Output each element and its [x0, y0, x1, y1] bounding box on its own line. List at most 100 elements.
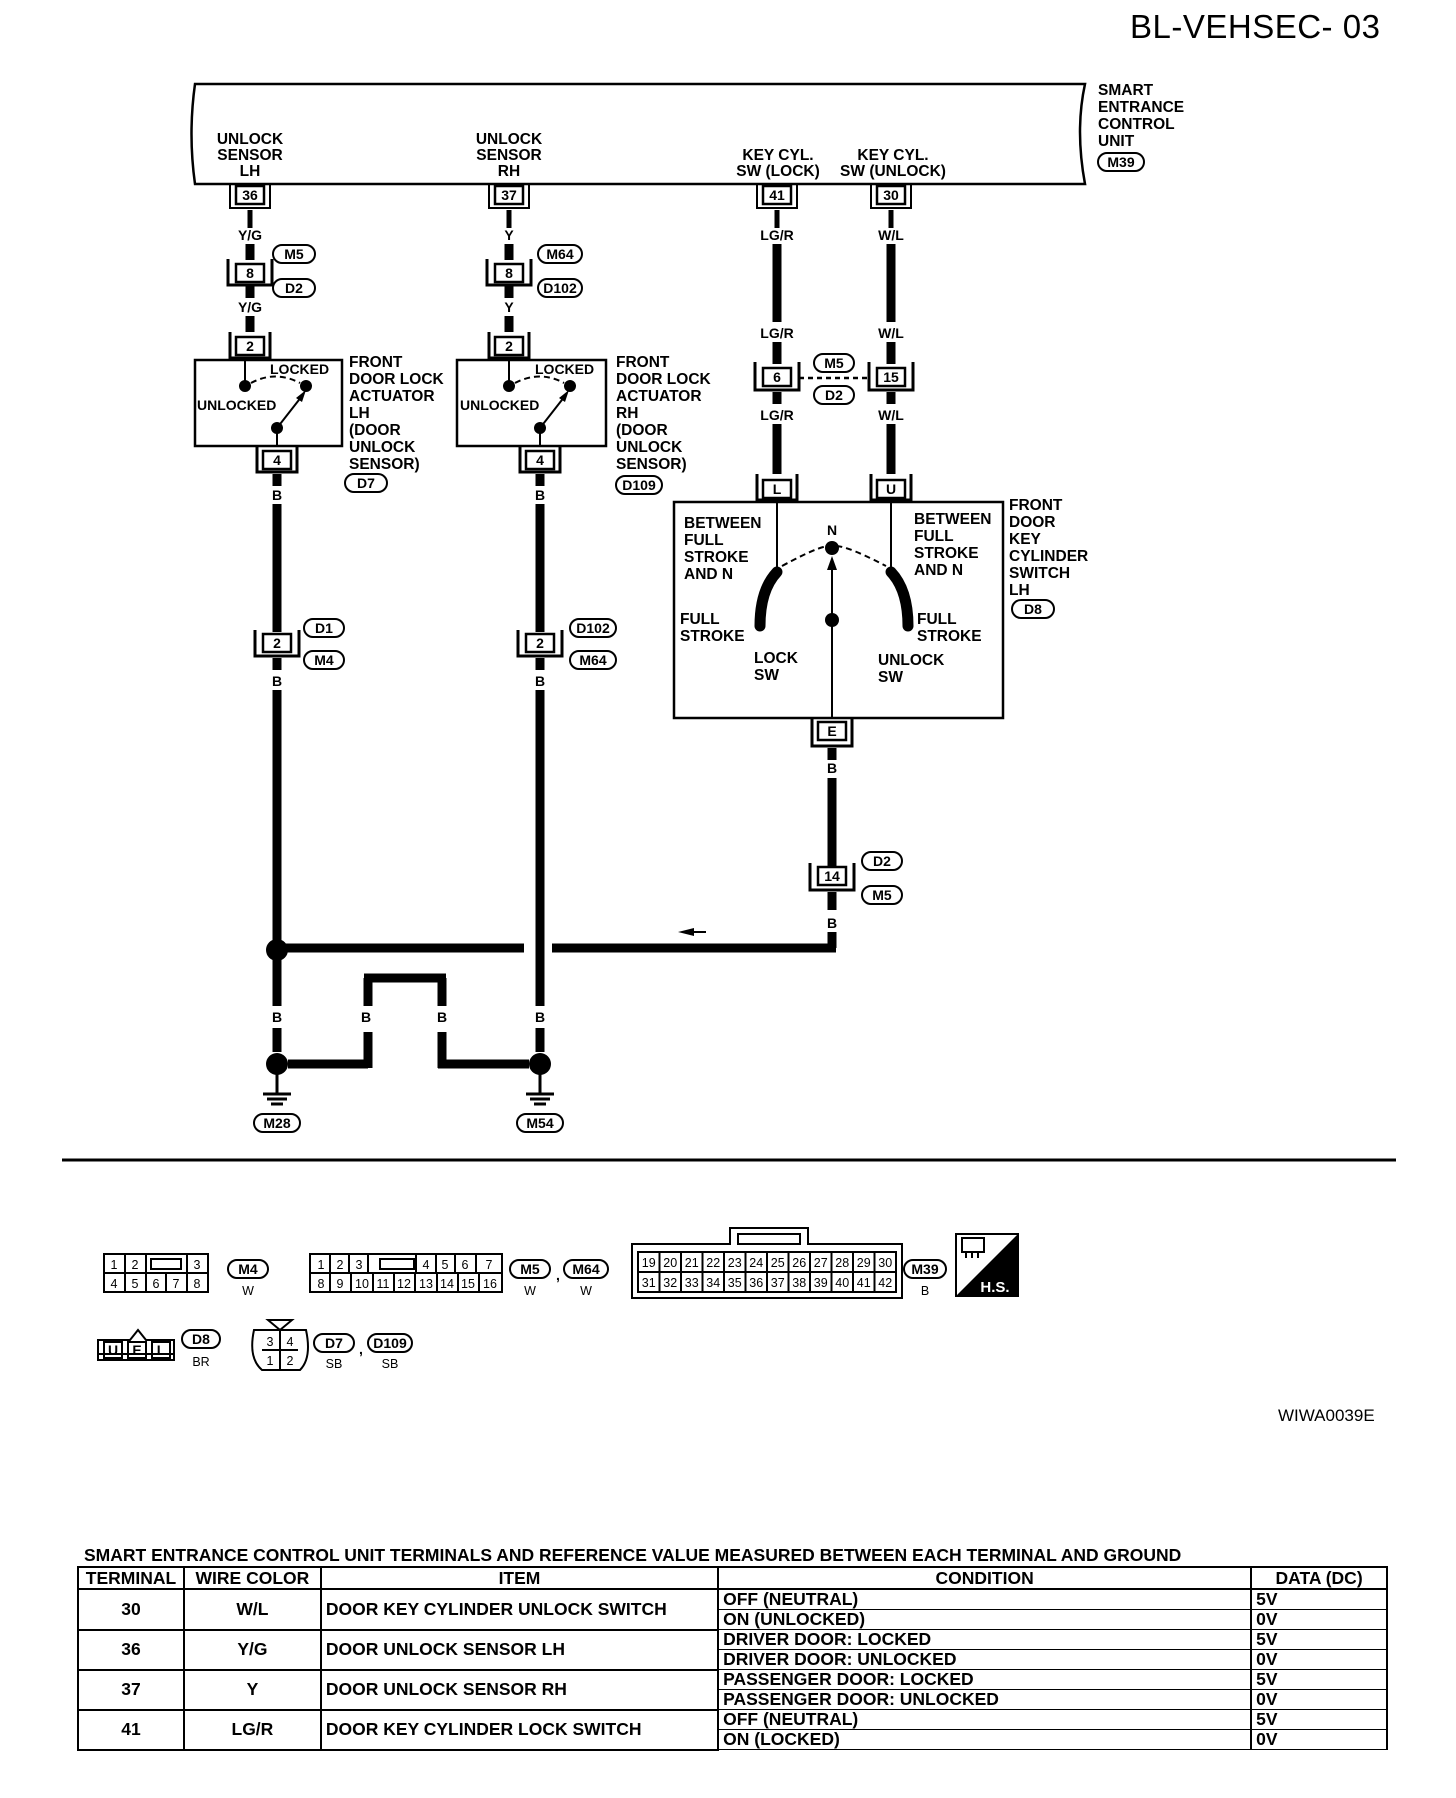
- pin-37: 37: [488, 184, 530, 209]
- svg-text:7: 7: [486, 1258, 493, 1272]
- svg-text:L: L: [773, 481, 782, 497]
- svg-text:13: 13: [419, 1277, 433, 1291]
- cell-data: 5V: [1250, 1629, 1388, 1650]
- svg-text:U: U: [886, 481, 896, 497]
- svg-text:1: 1: [111, 1258, 118, 1272]
- svg-text:M64: M64: [579, 652, 606, 668]
- svg-text:RH: RH: [498, 163, 520, 180]
- pin-label-unlock-sensor-rh: UNLOCK SENSOR RH: [476, 131, 543, 180]
- connector-face-m5: 1 2 3 4 5 6 7 8 9 10 11 12 13 14 15 16 M…: [309, 1253, 609, 1298]
- svg-text:ACTUATOR: ACTUATOR: [616, 388, 702, 405]
- m39-pin-label: 27: [814, 1256, 828, 1270]
- svg-text:N: N: [827, 522, 837, 538]
- svg-text:D102: D102: [576, 620, 610, 636]
- svg-text:FULL: FULL: [684, 532, 724, 549]
- svg-text:D7: D7: [325, 1335, 343, 1351]
- wire-lh-sensor: Y/G 8 M5 D2 Y/G: [226, 210, 316, 332]
- svg-text:36: 36: [242, 187, 258, 203]
- svg-text:4: 4: [273, 452, 281, 468]
- svg-text:2: 2: [287, 1354, 294, 1368]
- cell-condition: PASSENGER DOOR: UNLOCKED: [717, 1689, 1253, 1710]
- svg-text:LH: LH: [240, 163, 261, 180]
- cell-data: 0V: [1250, 1689, 1388, 1710]
- svg-text:3: 3: [267, 1335, 274, 1349]
- svg-text:FULL: FULL: [680, 611, 720, 628]
- svg-text:2: 2: [246, 338, 254, 354]
- svg-text:1: 1: [318, 1258, 325, 1272]
- svg-text:M54: M54: [526, 1115, 553, 1131]
- svg-text:D8: D8: [192, 1331, 210, 1347]
- svg-text:FRONT: FRONT: [616, 354, 670, 371]
- svg-text:37: 37: [501, 187, 517, 203]
- cell-data: 0V: [1250, 1729, 1388, 1750]
- cell-data: 0V: [1250, 1609, 1388, 1630]
- m39-pin-label: 42: [878, 1276, 892, 1290]
- m39-pin-label: 32: [663, 1276, 677, 1290]
- cell-item: DOOR UNLOCK SENSOR LH: [319, 1628, 720, 1671]
- svg-text:LOCK: LOCK: [754, 650, 799, 667]
- connector-face-d7: 3 4 1 2 D7 , D109 SB SB: [251, 1319, 413, 1371]
- svg-text:Y: Y: [504, 299, 514, 315]
- svg-text:M4: M4: [314, 652, 334, 668]
- svg-text:6: 6: [153, 1277, 160, 1291]
- m39-pin-label: 31: [642, 1276, 656, 1290]
- connector-face-m4: 1 2 3 4 5 6 7 8 M4 W: [103, 1253, 269, 1298]
- svg-text:BETWEEN: BETWEEN: [684, 515, 762, 532]
- table-row: 37 Y DOOR UNLOCK SENSOR RH PASSENGER DOO…: [77, 1668, 1388, 1711]
- svg-text:W: W: [524, 1284, 536, 1298]
- svg-text:8: 8: [505, 265, 513, 281]
- svg-text:E: E: [827, 723, 836, 739]
- svg-text:W: W: [580, 1284, 592, 1298]
- wire-ground-bridge: B B: [288, 973, 529, 1069]
- cell-condition: PASSENGER DOOR: LOCKED: [717, 1669, 1253, 1690]
- m39-pin-label: 33: [685, 1276, 699, 1290]
- svg-text:LG/R: LG/R: [760, 227, 793, 243]
- header-data: DATA (DC): [1250, 1566, 1388, 1590]
- svg-text:W: W: [242, 1284, 254, 1298]
- table-row: 30 W/L DOOR KEY CYLINDER UNLOCK SWITCH O…: [77, 1588, 1388, 1631]
- svg-text:LH: LH: [349, 405, 370, 422]
- svg-text:8: 8: [246, 265, 254, 281]
- cell-condition: ON (LOCKED): [717, 1729, 1253, 1750]
- svg-text:16: 16: [483, 1277, 497, 1291]
- svg-text:UNLOCK: UNLOCK: [349, 439, 416, 456]
- wire-key-cyl-lock: LG/R LG/R 6 LG/R: [753, 210, 801, 474]
- figure-id: WIWA0039E: [1278, 1406, 1375, 1425]
- svg-text:,: ,: [359, 1341, 363, 1357]
- cell-data: 5V: [1250, 1669, 1388, 1690]
- cell-item: DOOR UNLOCK SENSOR RH: [319, 1668, 720, 1711]
- svg-text:D2: D2: [873, 853, 891, 869]
- svg-text:STROKE: STROKE: [914, 545, 979, 562]
- svg-text:Y: Y: [504, 227, 514, 243]
- svg-text:M5: M5: [824, 355, 844, 371]
- svg-text:B: B: [921, 1284, 929, 1298]
- svg-text:B: B: [827, 915, 837, 931]
- header-terminal: TERMINAL: [77, 1566, 185, 1590]
- svg-text:UNIT: UNIT: [1098, 133, 1135, 150]
- svg-text:FULL: FULL: [917, 611, 957, 628]
- svg-text:2: 2: [132, 1258, 139, 1272]
- pin-label-key-cyl-lock: KEY CYL. SW (LOCK): [736, 147, 820, 180]
- svg-text:AND N: AND N: [914, 562, 963, 579]
- svg-text:D8: D8: [1024, 601, 1042, 617]
- m39-pin-label: 20: [663, 1256, 677, 1270]
- header-item: ITEM: [319, 1566, 720, 1590]
- pin-41: 41: [756, 184, 798, 209]
- wire-rh-sensor: Y 8 M64 D102 Y: [485, 210, 583, 332]
- svg-text:UNLOCKED: UNLOCKED: [197, 397, 276, 413]
- connector-faces: 1 2 3 4 5 6 7 8 M4 W 1 2 3 4 5 6 7 8 9 1…: [97, 1227, 1019, 1371]
- svg-text:L: L: [157, 1342, 166, 1358]
- svg-text:UNLOCK: UNLOCK: [217, 131, 284, 148]
- svg-text:4: 4: [423, 1258, 430, 1272]
- svg-text:W/L: W/L: [878, 227, 904, 243]
- svg-text:6: 6: [462, 1258, 469, 1272]
- header-wire-color: WIRE COLOR: [182, 1566, 322, 1590]
- header-condition: CONDITION: [717, 1566, 1253, 1590]
- svg-text:8: 8: [194, 1277, 201, 1291]
- cell-wire: LG/R: [182, 1708, 322, 1751]
- control-unit-body: [190, 82, 1087, 186]
- table-row: 41 LG/R DOOR KEY CYLINDER LOCK SWITCH OF…: [77, 1708, 1388, 1751]
- svg-text:SW: SW: [878, 669, 903, 686]
- svg-text:SB: SB: [382, 1357, 399, 1371]
- svg-text:30: 30: [883, 187, 899, 203]
